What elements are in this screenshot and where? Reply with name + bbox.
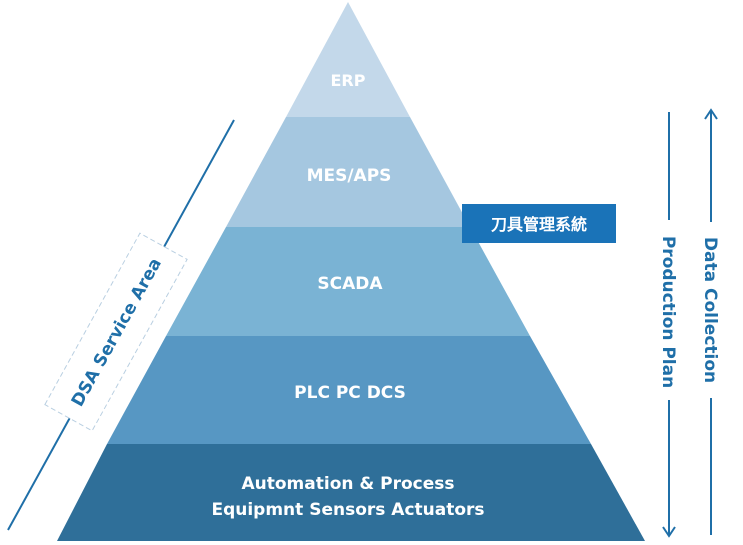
data-collection-arrowhead-icon [704,108,718,120]
level-scada-label: SCADA [317,274,383,294]
level-plc-label: PLC PC DCS [294,383,406,403]
data-collection-label: Data Collection [700,237,720,383]
level-automation-label-line2: Equipmnt Sensors Actuators [211,500,484,520]
level-mes-band [226,117,470,227]
production-plan-arrowhead-icon [662,526,676,538]
tool-management-label: 刀具管理系統 [491,215,587,234]
tool-management-tag [462,204,616,243]
level-erp-label: ERP [331,71,366,90]
level-scada-band [166,227,530,336]
level-erp-band [286,2,410,117]
level-plc-band [107,336,591,444]
production-plan-label: Production Plan [658,236,678,388]
level-automation-label-line1: Automation & Process [241,474,454,494]
level-mes-label: MES/APS [307,166,392,186]
level-automation-band [57,444,645,541]
